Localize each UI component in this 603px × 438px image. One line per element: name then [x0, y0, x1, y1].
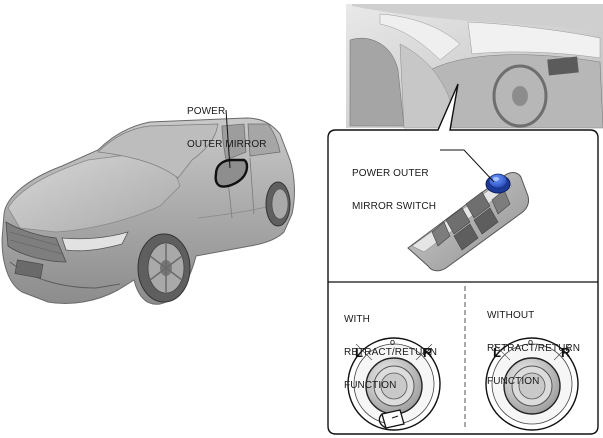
with-retract-line3: FUNCTION — [344, 380, 437, 391]
power-outer-mirror-label-line2: OUTER MIRROR — [187, 139, 267, 150]
without-retract-line2: RETRACT/RETURN — [487, 343, 580, 354]
switch-label-line1: POWER OUTER — [352, 168, 436, 179]
power-outer-mirror-label-line1: POWER — [187, 106, 267, 117]
without-retract-label: WITHOUT RETRACT/RETURN FUNCTION — [487, 288, 580, 398]
power-outer-mirror-switch-label: POWER OUTER MIRROR SWITCH — [352, 146, 436, 223]
without-retract-line1: WITHOUT — [487, 310, 580, 321]
car-rear-wheel — [266, 182, 290, 226]
with-retract-line1: WITH — [344, 314, 437, 325]
with-retract-label: WITH RETRACT/RETURN FUNCTION — [344, 292, 437, 402]
power-outer-mirror-label: POWER OUTER MIRROR — [187, 84, 267, 161]
without-retract-line3: FUNCTION — [487, 376, 580, 387]
interior-view — [346, 4, 603, 128]
switch-label-line2: MIRROR SWITCH — [352, 201, 436, 212]
car-front-wheel — [138, 234, 190, 302]
with-retract-line2: RETRACT/RETURN — [344, 347, 437, 358]
